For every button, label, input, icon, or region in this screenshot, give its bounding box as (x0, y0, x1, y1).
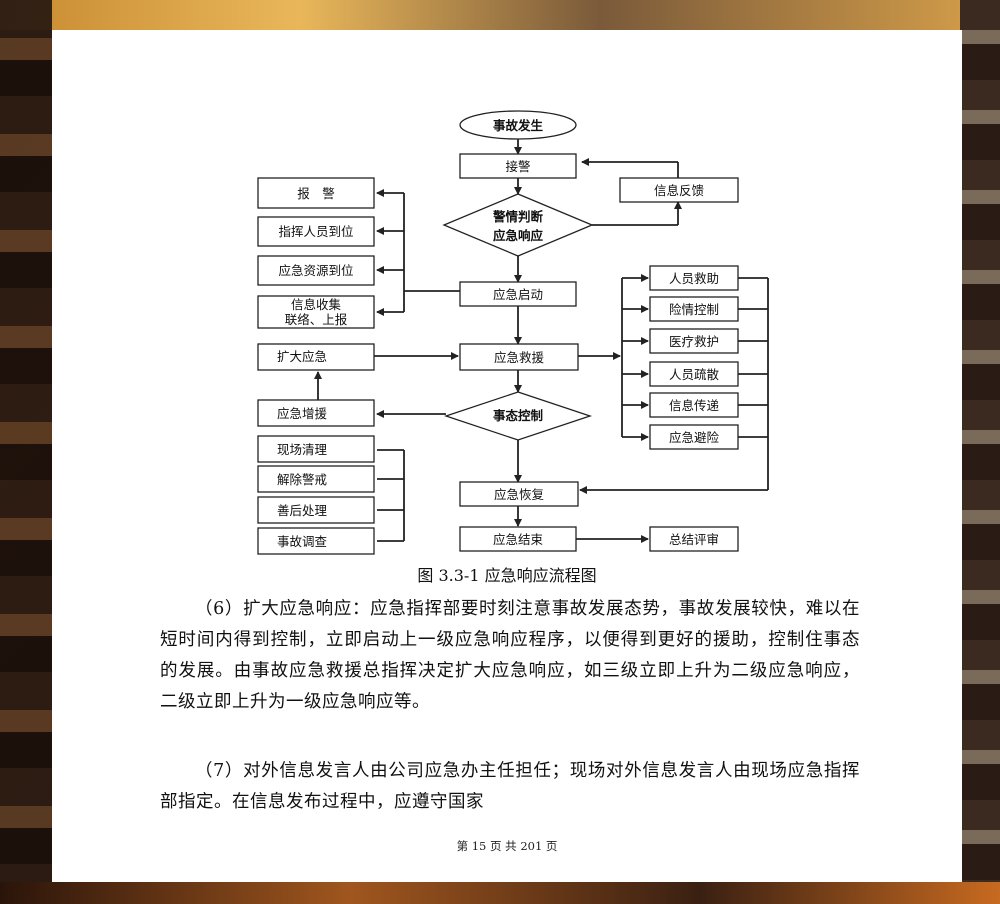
document-page: 事故发生 接警 警情判断 应急响应 应急启动 应急救援 事态控制 应急恢复 (52, 30, 962, 882)
node-info-collect-label-2: 联络、上报 (285, 312, 348, 327)
node-rescue: 应急救援 (459, 343, 579, 371)
node-info-transfer: 信息传递 (649, 392, 739, 418)
node-judge-label-2: 应急响应 (493, 228, 544, 243)
node-shelter-label: 应急避险 (669, 430, 720, 445)
node-medical-aid: 医疗救护 (649, 328, 739, 354)
node-end-label: 应急结束 (493, 532, 544, 547)
node-lift-alert-label: 解除警戒 (277, 472, 328, 487)
node-activate-label: 应急启动 (493, 287, 543, 302)
node-personnel-rescue: 人员救助 (649, 265, 739, 291)
background-right (960, 0, 1000, 904)
node-aftermath: 善后处理 (257, 496, 375, 524)
node-aftermath-label: 善后处理 (277, 503, 328, 518)
node-alarm-report: 报 警 (257, 177, 375, 209)
flowchart: 事故发生 接警 警情判断 应急响应 应急启动 应急救援 事态控制 应急恢复 (257, 110, 769, 555)
node-start: 事故发生 (459, 110, 577, 140)
node-reinforce: 应急增援 (257, 399, 375, 427)
node-feedback: 信息反馈 (619, 177, 739, 203)
node-review: 总结评审 (649, 526, 739, 552)
node-recover: 应急恢复 (459, 481, 579, 507)
node-commander-arrive: 指挥人员到位 (257, 216, 375, 247)
figure-caption: 图 3.3-1 应急响应流程图 (417, 566, 597, 585)
node-resources-arrive: 应急资源到位 (257, 255, 375, 286)
paragraph-7: （7）对外信息发言人由公司应急办主任担任；现场对外信息发言人由现场应急指挥部指定… (160, 761, 860, 812)
node-rescue-label: 应急救援 (494, 350, 545, 365)
node-evacuation-label: 人员疏散 (669, 367, 720, 382)
node-review-label: 总结评审 (669, 532, 719, 547)
node-receive-alarm-label: 接警 (505, 159, 530, 174)
node-expand: 扩大应急 (257, 343, 375, 371)
node-info-transfer-label: 信息传递 (669, 398, 720, 413)
node-feedback-label: 信息反馈 (654, 183, 704, 198)
node-recover-label: 应急恢复 (494, 487, 545, 502)
node-hazard-control-label: 险情控制 (669, 302, 719, 317)
node-control: 事态控制 (443, 391, 593, 441)
node-medical-aid-label: 医疗救护 (669, 334, 719, 349)
background-top (0, 0, 1000, 30)
node-evacuation: 人员疏散 (649, 361, 739, 387)
node-hazard-control: 险情控制 (649, 296, 739, 322)
node-alarm-report-label: 报 警 (297, 186, 335, 201)
node-site-cleanup: 现场清理 (257, 435, 375, 463)
node-personnel-rescue-label: 人员救助 (669, 271, 719, 286)
node-judge: 警情判断 应急响应 (442, 193, 594, 257)
node-resources-arrive-label: 应急资源到位 (278, 263, 353, 278)
node-investigation: 事故调查 (257, 527, 375, 555)
node-commander-arrive-label: 指挥人员到位 (278, 224, 353, 239)
node-shelter: 应急避险 (649, 424, 739, 450)
background-left (0, 0, 52, 904)
background-bottom (0, 882, 1000, 904)
connectors (314, 138, 769, 543)
node-activate: 应急启动 (459, 281, 577, 307)
node-end: 应急结束 (459, 526, 577, 552)
page-footer: 第 15 页 共 201 页 (456, 839, 558, 853)
node-info-collect-label-1: 信息收集 (291, 297, 342, 312)
node-expand-label: 扩大应急 (277, 349, 327, 364)
node-judge-label-1: 警情判断 (492, 209, 544, 224)
node-site-cleanup-label: 现场清理 (277, 442, 328, 457)
paragraph-6: （6）扩大应急响应：应急指挥部要时刻注意事故发展态势，事故发展较快，难以在短时间… (160, 599, 860, 712)
node-lift-alert: 解除警戒 (257, 465, 375, 493)
node-start-label: 事故发生 (493, 118, 544, 133)
node-reinforce-label: 应急增援 (277, 406, 328, 421)
node-info-collect: 信息收集 联络、上报 (257, 295, 375, 329)
node-receive-alarm: 接警 (459, 153, 577, 179)
node-control-label: 事态控制 (493, 408, 543, 423)
node-investigation-label: 事故调查 (277, 534, 328, 549)
